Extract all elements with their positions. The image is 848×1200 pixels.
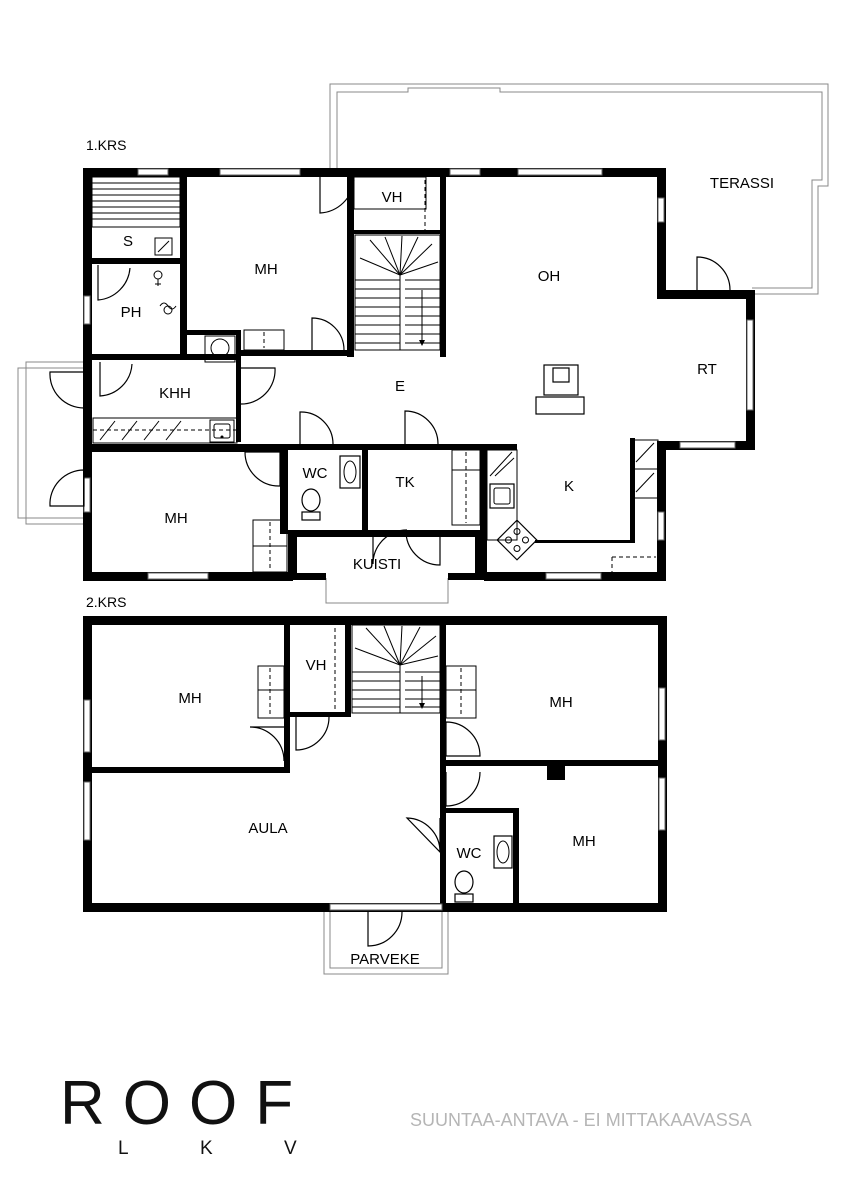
room-label-oh: OH xyxy=(538,268,561,285)
room-label-s: S xyxy=(123,233,133,250)
closet-mh xyxy=(243,176,427,351)
logo-wordmark: ROOF xyxy=(60,1069,311,1138)
sink-icon xyxy=(339,455,361,489)
room-label-wc-2: WC xyxy=(457,845,482,862)
toilet-icon xyxy=(301,488,321,521)
floor-2-closets xyxy=(257,628,477,719)
logo: ROOF L K V xyxy=(60,1069,311,1159)
floor-1-doors xyxy=(49,177,731,566)
fireplace-icon xyxy=(535,364,585,415)
room-label-ph: PH xyxy=(121,304,142,321)
room-label-mh-4: MH xyxy=(549,694,572,711)
room-label-parveke: PARVEKE xyxy=(350,951,419,968)
kitchen-fixtures xyxy=(486,439,659,572)
room-label-mh-3: MH xyxy=(178,690,201,707)
floor-1: 1.KRS xyxy=(17,83,829,604)
room-label-vh: VH xyxy=(382,189,403,206)
room-label-tk: TK xyxy=(395,474,414,491)
floor-2-interior-walls xyxy=(92,625,658,912)
floor-1-label: 1.KRS xyxy=(86,137,126,153)
logo-letter-k: K xyxy=(200,1138,213,1159)
floor-1-room-labels: S MH VH OH TERASSI PH E RT KHH WC TK K M… xyxy=(121,175,775,573)
shower-icon xyxy=(153,270,177,315)
room-label-kuisti: KUISTI xyxy=(353,556,401,573)
closet-mh-2 xyxy=(252,519,288,573)
terrace-outline xyxy=(329,83,829,295)
room-label-mh-5: MH xyxy=(572,833,595,850)
disclaimer-text: SUUNTAA-ANTAVA - EI MITTAKAAVASSA xyxy=(410,1110,752,1130)
floor-1-windows xyxy=(83,168,754,580)
room-label-wc: WC xyxy=(303,465,328,482)
room-label-terassi: TERASSI xyxy=(710,175,774,192)
floor-2: 2.KRS xyxy=(83,594,667,975)
floor-2-label: 2.KRS xyxy=(86,594,126,610)
room-label-vh-2: VH xyxy=(306,657,327,674)
floor-2-doors xyxy=(249,716,481,947)
boiler-icon xyxy=(204,335,236,363)
room-label-mh: MH xyxy=(254,261,277,278)
floor-2-room-labels: MH VH MH AULA WC MH PARVEKE xyxy=(178,657,595,968)
room-label-khh: KHH xyxy=(159,385,191,402)
sauna-benches xyxy=(91,176,181,256)
sink-icon-2 xyxy=(493,835,513,869)
closet-tk xyxy=(451,449,481,526)
room-label-k: K xyxy=(564,478,574,495)
utility-counter xyxy=(92,417,238,444)
room-label-aula: AULA xyxy=(248,820,287,837)
stairs-floor-1 xyxy=(354,234,441,351)
floor-2-windows xyxy=(83,687,666,911)
room-label-e: E xyxy=(395,378,405,395)
stairs-floor-2 xyxy=(351,624,441,714)
side-porch-outline xyxy=(17,361,84,525)
logo-letter-v: V xyxy=(284,1138,297,1159)
room-label-mh-2: MH xyxy=(164,510,187,527)
logo-letter-l: L xyxy=(118,1138,129,1159)
room-label-rt: RT xyxy=(697,361,717,378)
porch-step-outline xyxy=(325,578,449,604)
balcony-outline xyxy=(323,912,449,975)
toilet-icon-2 xyxy=(454,870,474,903)
